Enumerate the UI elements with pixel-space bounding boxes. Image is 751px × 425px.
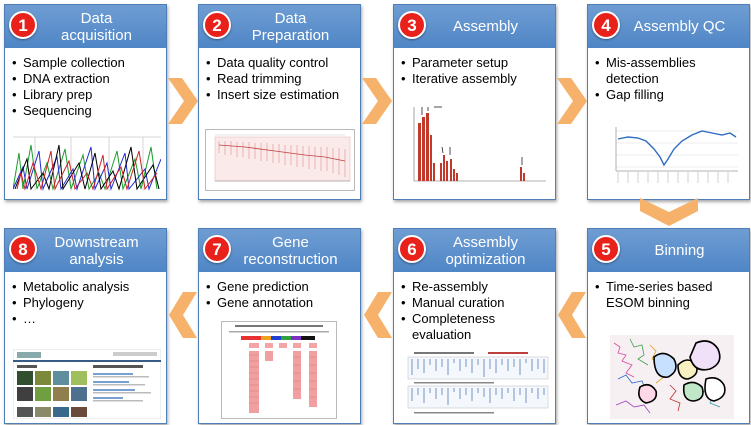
step-card-4: 4 Assembly QC Mis-assemblies detection G…	[587, 4, 750, 200]
step-header-3: 3 Assembly	[394, 5, 555, 48]
step-title-2-line-2: Preparation	[251, 26, 330, 44]
step-number-badge-3: 3	[398, 11, 426, 39]
step-title-3: Assembly	[452, 18, 519, 35]
bullet-item: Sample collection	[12, 55, 162, 71]
genome-database-website-thumbnail	[13, 349, 161, 419]
flow-arrow-left-7-to-8	[169, 292, 197, 338]
step-title-4: Assembly QC	[633, 18, 726, 35]
bullet-item: Re-assembly	[401, 279, 551, 295]
step-header-5: 5 Binning	[588, 229, 749, 272]
bullet-item: Time-series based	[595, 279, 745, 295]
bullet-item-continuation: evaluation	[412, 327, 472, 342]
step-number-badge-5: 5	[592, 235, 620, 263]
step-title-1-line-2: acquisition	[61, 26, 132, 44]
step-number-badge-7: 7	[203, 235, 231, 263]
step-title-8-line-2: analysis	[69, 250, 124, 268]
step-number-badge-2: 2	[203, 11, 231, 39]
step-card-3: 3 Assembly Parameter setup Iterative ass…	[393, 4, 556, 200]
pathway-annotation-thumbnail	[221, 321, 337, 419]
step-bullets-3: Parameter setup Iterative assembly	[401, 55, 551, 87]
esom-binning-map-thumbnail	[610, 335, 734, 419]
flow-arrow-right-2-to-3	[362, 78, 392, 124]
bullet-item: Manual curation	[401, 295, 551, 311]
flow-arrow-down-4-to-5	[640, 198, 698, 226]
step-bullets-5: Time-series based ESOM binning	[595, 279, 745, 311]
bullet-item: DNA extraction	[12, 71, 162, 87]
step-number-badge-6: 6	[398, 235, 426, 263]
step-bullets-7: Gene prediction Gene annotation	[206, 279, 356, 311]
read-mapping-coverage-thumbnail	[404, 351, 550, 419]
step-bullets-4: Mis-assemblies detection Gap filling	[595, 55, 745, 103]
quality-control-plot-thumbnail	[205, 129, 355, 191]
step-bullets-8: Metabolic analysis Phylogeny …	[12, 279, 162, 327]
step-header-4: 4 Assembly QC	[588, 5, 749, 48]
flow-arrow-right-1-to-2	[168, 78, 198, 124]
step-card-5: 5 Binning Time-series based ESOM binning	[587, 228, 750, 424]
bullet-item: …	[12, 311, 162, 327]
bullet-item: Insert size estimation	[206, 87, 356, 103]
step-bullets-6: Re-assembly Manual curation Completeness…	[401, 279, 551, 343]
sequencing-chromatogram-thumbnail	[13, 133, 161, 191]
bullet-item: Iterative assembly	[401, 71, 551, 87]
step-number-badge-1: 1	[9, 11, 37, 39]
bullet-item: Sequencing	[12, 103, 162, 119]
step-title-2-line-1: Data	[274, 9, 307, 27]
step-title-6-line-2: optimization	[445, 250, 526, 268]
bullet-item: Phylogeny	[12, 295, 162, 311]
bullet-item: Gene prediction	[206, 279, 356, 295]
bullet-item: Read trimming	[206, 71, 356, 87]
step-number-badge-4: 4	[592, 11, 620, 39]
step-title-7-line-2: reconstruction	[243, 250, 338, 268]
kmer-coverage-histogram-thumbnail	[404, 103, 550, 191]
step-number-badge-8: 8	[9, 235, 37, 263]
bullet-item: Gene annotation	[206, 295, 356, 311]
bullet-item: Library prep	[12, 87, 162, 103]
bullet-item: Completeness	[401, 311, 551, 327]
flow-arrow-right-3-to-4	[557, 78, 587, 124]
insert-coverage-plot-thumbnail	[598, 123, 744, 195]
step-title-7-line-1: Gene	[272, 233, 309, 251]
bullet-item-continuation: detection	[606, 71, 659, 86]
flow-arrow-left-5-to-6	[558, 292, 586, 338]
step-title-6-line-1: Assembly	[452, 233, 518, 251]
bullet-item-continuation: ESOM binning	[606, 295, 690, 310]
step-bullets-1: Sample collection DNA extraction Library…	[12, 55, 162, 119]
bullet-item: Parameter setup	[401, 55, 551, 71]
bullet-item: Data quality control	[206, 55, 356, 71]
bullet-item: Metabolic analysis	[12, 279, 162, 295]
step-title-8-line-1: Downstream	[54, 233, 139, 251]
step-title-1-line-1: Data	[80, 9, 113, 27]
flow-arrow-left-6-to-7	[364, 292, 392, 338]
bullet-item: Mis-assemblies	[595, 55, 745, 71]
step-title-5: Binning	[654, 242, 705, 259]
step-bullets-2: Data quality control Read trimming Inser…	[206, 55, 356, 103]
bullet-item: Gap filling	[595, 87, 745, 103]
